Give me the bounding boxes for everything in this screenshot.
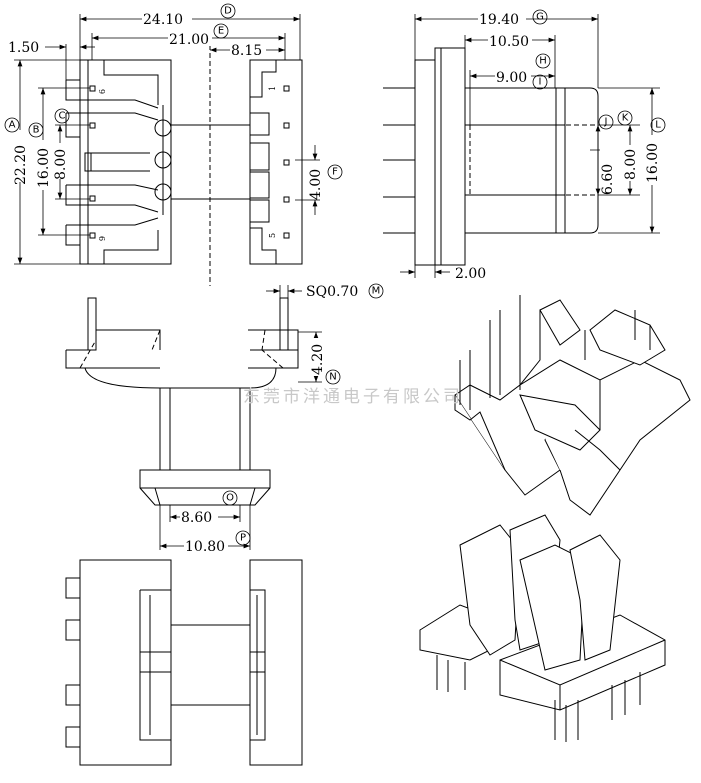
marker-i: I — [532, 74, 548, 90]
isometric-view-bottom — [419, 514, 666, 742]
marker-d: D — [220, 3, 236, 19]
dim-21-00: 21.00 — [169, 32, 209, 48]
dim-24-10: 24.10 — [143, 12, 183, 28]
dim-4-20: 4.20 — [310, 344, 326, 375]
marker-e: E — [213, 23, 229, 39]
marker-j: J — [598, 114, 614, 130]
dim-8-15: 8.15 — [231, 43, 262, 59]
svg-text:F: F — [332, 167, 338, 178]
dim-2-00: 2.00 — [455, 266, 486, 282]
top-right-dimensions: 19.40 10.50 9.00 6.60 8.00 16.00 2.00 — [400, 10, 661, 282]
bottom-view — [65, 559, 303, 766]
svg-text:D: D — [224, 6, 232, 17]
dim-10-50: 10.50 — [489, 34, 529, 50]
dim-19-40: 19.40 — [479, 12, 519, 28]
svg-text:B: B — [33, 125, 40, 136]
svg-text:I: I — [539, 77, 542, 88]
svg-text:C: C — [59, 111, 66, 122]
dim-4-00: 4.00 — [308, 169, 324, 200]
svg-text:H: H — [539, 56, 547, 67]
pin-number-9: 9 — [97, 89, 106, 94]
top-left-dimensions: 24.10 21.00 8.15 1.50 22.20 16.00 8.00 4… — [8, 10, 324, 265]
svg-text:A: A — [9, 120, 16, 131]
front-view — [65, 297, 299, 506]
marker-n: N — [325, 369, 341, 385]
marker-l: L — [650, 117, 666, 133]
svg-text:L: L — [655, 120, 661, 131]
marker-o: O — [222, 490, 238, 506]
marker-g: G — [532, 9, 548, 25]
isometric-view-top — [454, 295, 691, 516]
svg-text:G: G — [536, 12, 544, 23]
dim-22-20: 22.20 — [13, 145, 29, 185]
dim-9-00: 9.00 — [496, 70, 527, 86]
dim-8-00-right: 8.00 — [623, 149, 639, 180]
reference-markers: A B C D E F G H I J K L M N O P — [4, 3, 666, 546]
top-left-view: 9 6 — [65, 59, 172, 265]
svg-text:P: P — [240, 533, 246, 544]
dim-16-00-left: 16.00 — [36, 148, 52, 188]
marker-a: A — [4, 117, 20, 133]
pin-number-1: 1 — [268, 86, 277, 91]
marker-b: B — [28, 122, 44, 138]
dim-8-00-left: 8.00 — [53, 149, 69, 180]
pin-number-6: 6 — [97, 236, 106, 241]
front-dimensions: SQ0.70 4.20 8.60 10.80 — [159, 284, 358, 555]
svg-text:N: N — [329, 372, 336, 383]
top-right-view — [383, 47, 599, 266]
marker-k: K — [617, 110, 633, 126]
marker-p: P — [235, 530, 251, 546]
svg-text:O: O — [226, 493, 234, 504]
marker-f: F — [327, 164, 343, 180]
dim-10-80: 10.80 — [185, 539, 225, 555]
dim-1-50: 1.50 — [8, 40, 39, 56]
marker-h: H — [535, 53, 551, 69]
svg-text:J: J — [604, 117, 608, 128]
watermark: 东莞市洋通电子有限公司 — [243, 387, 463, 407]
dim-16-00-right: 16.00 — [645, 143, 661, 183]
svg-text:M: M — [372, 286, 381, 297]
top-middle-view: 1 5 — [171, 59, 303, 265]
dim-sq0-70: SQ0.70 — [306, 284, 358, 300]
dim-6-60: 6.60 — [600, 164, 616, 195]
svg-text:E: E — [218, 26, 224, 37]
dim-8-60: 8.60 — [181, 510, 212, 526]
svg-text:K: K — [622, 113, 629, 124]
marker-c: C — [54, 108, 70, 124]
pin-number-5: 5 — [268, 233, 277, 238]
marker-m: M — [368, 283, 384, 299]
